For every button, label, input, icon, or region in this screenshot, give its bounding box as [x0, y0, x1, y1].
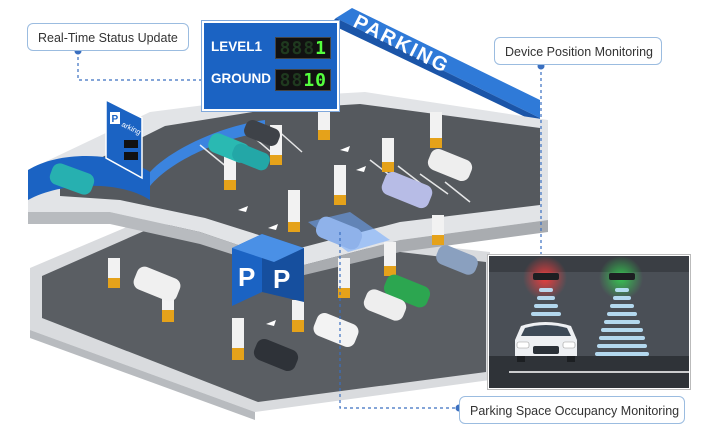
ceiling-sensor-icon: [533, 273, 559, 280]
callout-space-occupancy: Parking Space Occupancy Monitoring: [459, 396, 685, 424]
car-white: [313, 313, 359, 347]
car-white: [133, 266, 181, 302]
parking-p-cube: P P: [232, 234, 304, 306]
car-white: [427, 148, 473, 182]
board-row-count: 8881: [275, 37, 331, 59]
board-row-count: 8810: [275, 69, 331, 91]
car-lilac: [381, 171, 433, 209]
board-row-label: LEVEL1: [211, 39, 263, 54]
p-symbol-left: P: [238, 262, 255, 292]
car-front-icon: [515, 322, 577, 362]
ground-level: [30, 215, 490, 420]
car-slate: [436, 245, 478, 275]
upper-level: [28, 92, 548, 276]
board-row-level1: LEVEL1 8881: [211, 37, 331, 61]
car-blue-occupied: [315, 216, 363, 250]
p-symbol-right: P: [273, 264, 290, 294]
car-green: [383, 274, 431, 308]
ceiling-sensor-icon: [609, 273, 635, 280]
car-teal: [232, 143, 270, 171]
direction-arrows: [238, 146, 366, 326]
car-dark: [253, 338, 299, 372]
svg-text:P: P: [112, 114, 119, 125]
cars: [49, 120, 478, 372]
callout-connectors: [77, 51, 542, 409]
callout-device-position: Device Position Monitoring: [494, 37, 662, 65]
small-parking-sign: P arking: [105, 98, 143, 180]
sensor-detail-inset: [488, 255, 690, 389]
status-display-board: LEVEL1 8881 GROUND 8810: [202, 21, 339, 111]
roof-parking-text: PARKING: [350, 11, 453, 78]
car-white: [363, 289, 407, 321]
car-teal: [49, 163, 95, 195]
board-row-label: GROUND: [211, 71, 271, 86]
board-row-ground: GROUND 8810: [211, 69, 331, 93]
callout-realtime-status: Real-Time Status Update: [27, 23, 189, 51]
car-dark: [244, 120, 280, 146]
